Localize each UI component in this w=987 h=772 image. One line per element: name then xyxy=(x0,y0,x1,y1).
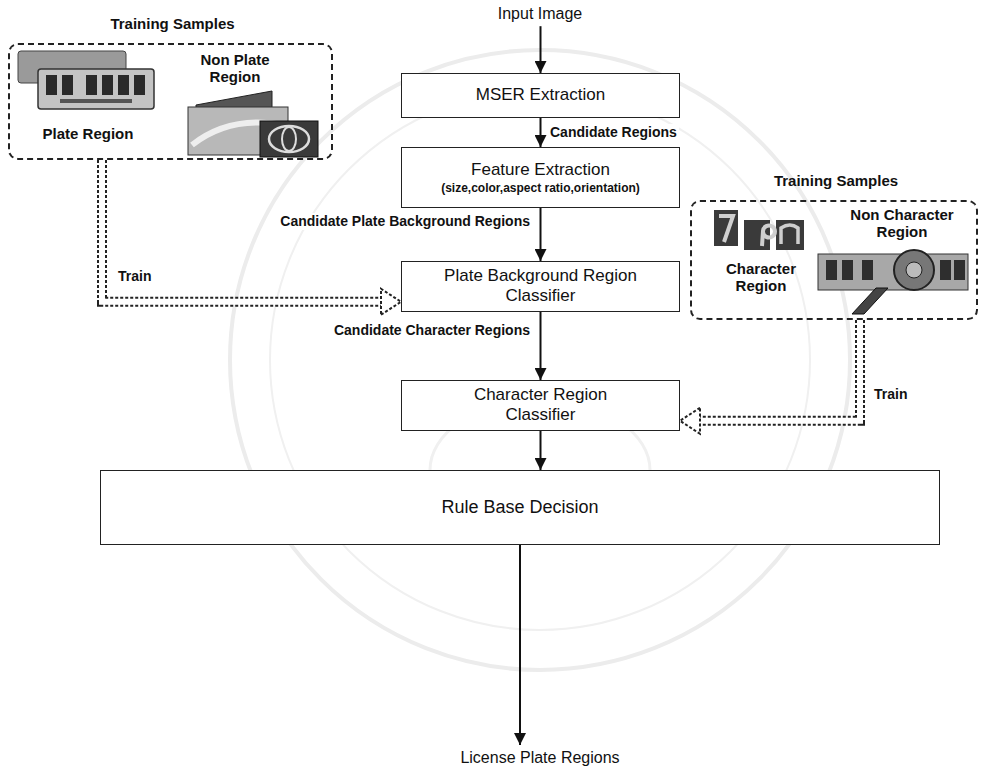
box-title: Feature Extraction xyxy=(471,160,610,180)
flow-arrow xyxy=(540,312,541,380)
flow-arrow-line xyxy=(540,208,542,261)
sample-label: Character Region xyxy=(706,260,816,295)
box-title: MSER Extraction xyxy=(476,85,605,105)
plate-glyph xyxy=(86,75,97,95)
plate-glyph xyxy=(118,75,129,95)
output-arrow xyxy=(519,545,521,745)
sample-label: Non Character Region xyxy=(832,206,972,241)
training-samples-group: Training SamplesPlate RegionNon Plate Re… xyxy=(8,43,333,160)
character-glyph xyxy=(781,225,798,244)
flow-arrow-line xyxy=(540,118,542,147)
flow-arrow xyxy=(540,118,541,147)
classifier-box: Plate Background Region Classifier xyxy=(401,261,680,312)
plate-glyph xyxy=(134,75,145,95)
wheel-photo xyxy=(906,262,922,278)
input-label: Input Image xyxy=(496,4,585,23)
train-arrowhead xyxy=(680,408,700,434)
train-arrow-body xyxy=(102,160,381,302)
box-title: Rule Base Decision xyxy=(441,497,598,519)
character-glyph xyxy=(719,216,733,242)
flow-arrow-line xyxy=(540,312,542,380)
edge-label: Candidate Character Regions xyxy=(332,322,532,339)
process-box: Feature Extraction(size,color,aspect rat… xyxy=(401,147,680,208)
character-glyph xyxy=(762,226,775,247)
training-samples-group: Training SamplesCharacter RegionNon Char… xyxy=(690,200,978,320)
non-character-photo xyxy=(826,260,837,280)
non-character-photo xyxy=(940,260,951,280)
group-heading: Training Samples xyxy=(682,172,987,189)
output-label: License Plate Regions xyxy=(458,748,621,767)
plate-glyph xyxy=(62,75,73,95)
edge-label: Candidate Plate Background Regions xyxy=(278,213,532,230)
plate-glyph xyxy=(60,99,132,103)
non-character-photo xyxy=(852,288,888,314)
edge-label: Train xyxy=(872,386,909,403)
train-arrow-body xyxy=(102,160,381,302)
character-photo xyxy=(776,220,804,250)
decision-box: Rule Base Decision xyxy=(100,470,940,545)
plate-glyph xyxy=(46,75,57,95)
sample-label: Non Plate Region xyxy=(180,51,290,86)
non-character-photo xyxy=(818,254,968,290)
character-photo xyxy=(714,210,738,246)
logo-photo xyxy=(269,126,309,152)
plate-photo xyxy=(38,69,154,109)
non-character-photo xyxy=(862,260,873,280)
wheel-photo xyxy=(894,250,934,290)
classifier-box: Character Region Classifier xyxy=(401,380,680,431)
plate-sample-images xyxy=(10,45,335,162)
logo-photo xyxy=(260,121,318,157)
train-arrowhead xyxy=(381,289,401,315)
train-arrow-body xyxy=(700,320,860,421)
flow-arrow xyxy=(540,208,541,261)
watermark-ring xyxy=(230,50,850,670)
watermark-ring xyxy=(270,90,810,630)
sample-label: Plate Region xyxy=(18,125,158,142)
logo-photo xyxy=(282,127,296,151)
non-character-photo xyxy=(954,260,965,280)
train-arrow xyxy=(102,160,401,315)
edge-label: Train xyxy=(116,268,153,285)
box-subtitle: (size,color,aspect ratio,orientation) xyxy=(441,181,640,195)
train-arrow xyxy=(680,320,860,434)
input-arrow xyxy=(540,26,542,73)
process-box: MSER Extraction xyxy=(401,73,680,118)
flow-arrow xyxy=(540,431,541,470)
train-arrow-body xyxy=(700,320,860,421)
box-title: Character Region Classifier xyxy=(446,385,636,426)
flow-arrow-line xyxy=(540,431,542,470)
box-title: Plate Background Region Classifier xyxy=(431,266,651,307)
plate-glyph xyxy=(102,75,113,95)
group-heading: Training Samples xyxy=(2,15,343,32)
non-character-photo xyxy=(842,260,853,280)
edge-label: Candidate Regions xyxy=(548,124,679,141)
